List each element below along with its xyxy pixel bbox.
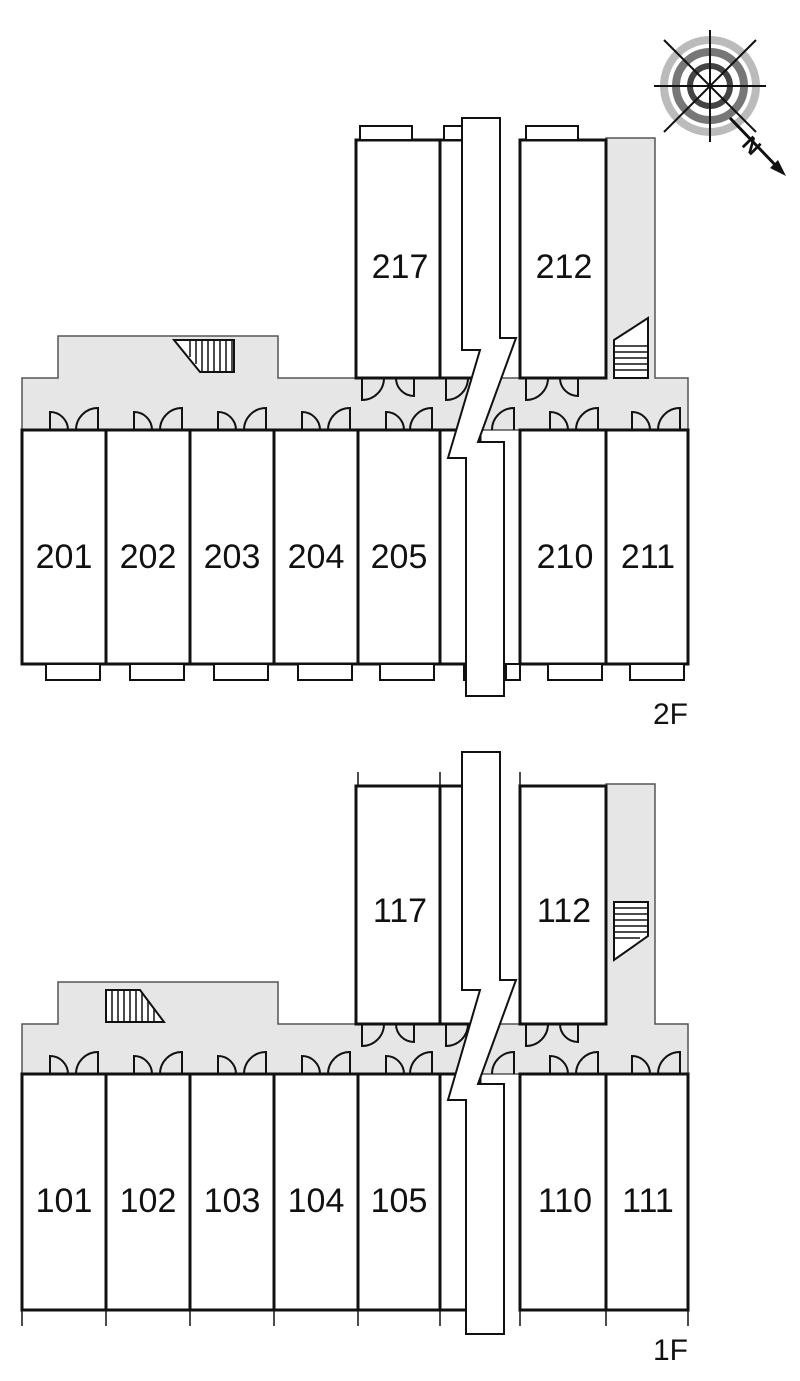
unit-117 xyxy=(354,784,442,1026)
unit-104 xyxy=(272,1072,360,1312)
unit-202 xyxy=(104,428,192,666)
door-icon xyxy=(75,406,99,431)
unit-label: 211 xyxy=(621,538,675,576)
balcony xyxy=(525,125,579,141)
door-icon xyxy=(301,1054,321,1075)
door-icon xyxy=(49,410,69,431)
door-icon xyxy=(559,1023,579,1044)
unit-211 xyxy=(604,428,690,666)
door-icon xyxy=(409,1050,433,1075)
door-icon xyxy=(575,406,599,431)
balcony xyxy=(213,663,269,681)
unit-102 xyxy=(104,1072,192,1312)
unit-111 xyxy=(604,1072,690,1312)
unit-label: 104 xyxy=(288,1182,345,1220)
floor-label-2f: 2F xyxy=(653,698,688,731)
floor-1-plan: 117 112 101 102 103 104 105 110 111 1F xyxy=(20,751,690,1367)
unit-204 xyxy=(272,428,360,666)
balcony xyxy=(297,663,353,681)
unit-label: 212 xyxy=(536,248,593,286)
unit-205 xyxy=(356,428,442,666)
door-icon xyxy=(395,1023,415,1044)
door-icon xyxy=(445,1023,469,1048)
door-icon xyxy=(75,1050,99,1075)
balcony xyxy=(629,663,685,681)
door-icon xyxy=(385,410,405,431)
door-icon xyxy=(395,377,415,398)
door-icon xyxy=(243,1050,267,1075)
unit-label: 103 xyxy=(204,1182,261,1220)
unit-label: 217 xyxy=(372,248,429,286)
door-icon xyxy=(657,1050,681,1075)
unit-label: 101 xyxy=(36,1182,93,1220)
unit-label: 203 xyxy=(204,538,261,576)
unit-label: 105 xyxy=(371,1182,428,1220)
door-icon xyxy=(549,410,569,431)
unit-203 xyxy=(188,428,276,666)
door-icon xyxy=(243,406,267,431)
floor-label-1f: 1F xyxy=(653,1334,688,1367)
unit-label: 117 xyxy=(373,892,427,930)
unit-label: 102 xyxy=(120,1182,177,1220)
door-icon xyxy=(217,1054,237,1075)
door-icon xyxy=(327,406,351,431)
door-icon xyxy=(217,410,237,431)
door-icon xyxy=(133,1054,153,1075)
unit-label: 210 xyxy=(537,538,594,576)
stairs-icon xyxy=(105,989,166,1023)
door-icon xyxy=(327,1050,351,1075)
door-icon xyxy=(159,1050,183,1075)
balcony xyxy=(505,663,521,681)
door-icon xyxy=(445,377,469,402)
door-icon xyxy=(361,377,385,402)
door-icon xyxy=(385,1054,405,1075)
unit-label: 112 xyxy=(537,892,591,930)
unit-label: 201 xyxy=(36,538,93,576)
break-line xyxy=(446,117,518,697)
unit-105 xyxy=(356,1072,442,1312)
door-icon xyxy=(409,406,433,431)
balcony xyxy=(45,663,101,681)
balcony xyxy=(379,663,435,681)
stairs-icon xyxy=(171,339,235,373)
stairs-icon xyxy=(613,901,649,962)
door-icon xyxy=(301,410,321,431)
door-icon xyxy=(361,1023,385,1048)
balcony xyxy=(129,663,185,681)
door-icon xyxy=(549,1054,569,1075)
unit-112 xyxy=(518,784,608,1026)
door-icon xyxy=(631,1054,651,1075)
floor-2-plan: 217 212 201 202 203 204 205 210 211 2F xyxy=(20,117,690,731)
door-icon xyxy=(133,410,153,431)
door-icon xyxy=(491,406,515,431)
unit-label: 205 xyxy=(371,538,428,576)
door-icon xyxy=(575,1050,599,1075)
balcony xyxy=(547,663,603,681)
compass-icon: N xyxy=(654,30,786,176)
door-icon xyxy=(491,1050,515,1075)
unit-label: 111 xyxy=(622,1182,674,1220)
unit-212 xyxy=(518,138,608,380)
door-icon xyxy=(559,377,579,398)
stairs-icon xyxy=(613,316,649,379)
unit-101 xyxy=(20,1072,108,1312)
door-icon xyxy=(657,406,681,431)
door-icon xyxy=(525,377,549,402)
north-label: N xyxy=(737,131,766,160)
unit-201 xyxy=(20,428,108,666)
door-icon xyxy=(525,1023,549,1048)
unit-110 xyxy=(518,1072,608,1312)
door-icon xyxy=(631,410,651,431)
door-icon xyxy=(159,406,183,431)
unit-label: 202 xyxy=(120,538,177,576)
break-line xyxy=(446,751,518,1335)
unit-label: 110 xyxy=(538,1182,592,1220)
unit-label: 204 xyxy=(288,538,345,576)
door-icon xyxy=(49,1054,69,1075)
balcony xyxy=(359,125,413,141)
